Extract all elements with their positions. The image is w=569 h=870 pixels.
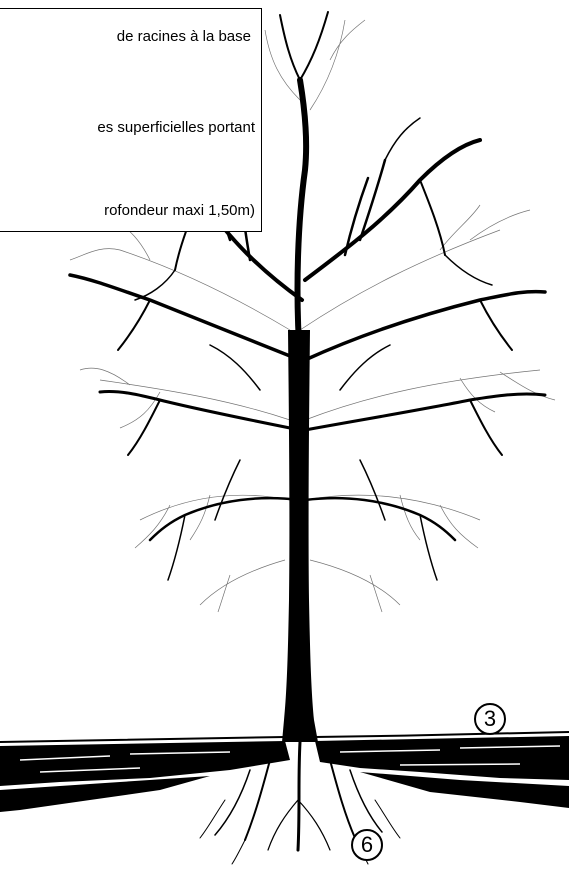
legend-line-1: de racines à la base (117, 28, 251, 46)
marker-surface-roots: 3 (474, 703, 506, 735)
marker-fine-roots: 6 (351, 829, 383, 861)
legend-box: de racines à la base es superficielles p… (0, 8, 262, 232)
legend-line-2: es superficielles portant (97, 119, 255, 137)
tree-trunk (282, 330, 318, 742)
legend-line-3: rofondeur maxi 1,50m) (104, 202, 255, 220)
